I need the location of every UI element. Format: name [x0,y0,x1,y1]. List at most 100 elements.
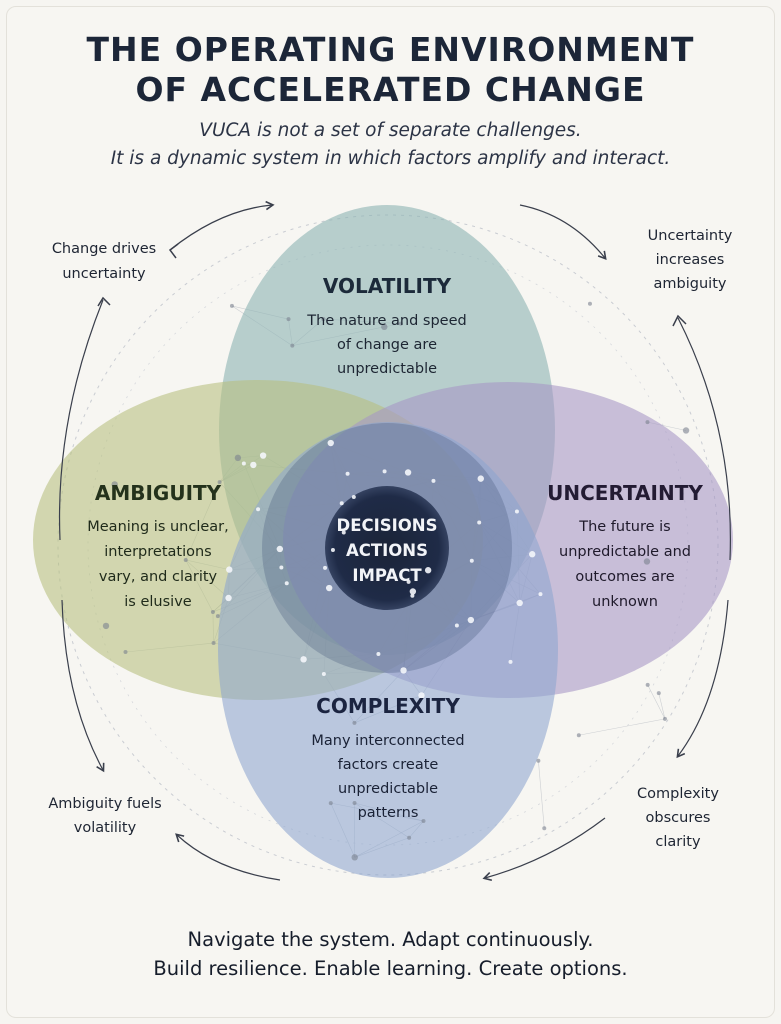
network-node [645,420,650,425]
network-node [290,343,295,348]
network-node [528,551,536,558]
connector-bottom-right-1: Complexity [637,786,719,802]
network-node [327,439,334,447]
network-node [424,567,432,574]
network-node [286,317,291,322]
network-nodes [102,301,690,861]
network-node [215,614,220,619]
network-node [454,623,459,628]
network-node [210,609,215,614]
network-node [682,427,690,434]
network-node [645,682,650,687]
arrow-top-right [519,204,607,261]
uncertainty-heading: UNCERTAINTY [547,481,703,505]
connector-bottom-left-1: Ambiguity fuels [48,796,161,812]
uncertainty-desc-2: unpredictable and [559,544,691,560]
network-node [328,801,333,806]
network-node [662,716,667,721]
connector-top-right-1: Uncertainty [648,228,733,244]
network-node [102,622,110,630]
network-node [409,588,417,595]
center-label-actions: ACTIONS [346,541,428,560]
complexity-heading: COMPLEXITY [316,694,460,718]
network-link [647,684,666,720]
network-node [516,599,523,607]
network-node [330,548,335,553]
uncertainty-desc-3: outcomes are [575,569,674,585]
network-node [542,826,547,831]
network-node [477,475,484,482]
network-node [407,835,412,840]
petal-complexity [218,422,558,878]
complexity-desc-1: Many interconnected [311,733,464,749]
ambiguity-heading: AMBIGUITY [95,481,222,505]
volatility-heading: VOLATILITY [323,274,452,298]
network-node [217,480,222,485]
connector-bottom-right-3: clarity [655,834,701,850]
network-node [538,592,543,597]
arrow-bottom-right [482,817,606,882]
network-link [578,718,666,736]
network-node [656,691,661,696]
network-node [410,593,415,598]
network-node [406,579,411,584]
network-node [477,520,482,525]
network-node [300,656,307,663]
connector-top-left-1: Change drives [52,241,156,257]
footer-line-2: Build resilience. Enable learning. Creat… [153,957,628,980]
network-node [345,471,350,476]
network-node [398,321,403,326]
uncertainty-desc-4: unknown [592,594,658,610]
network-node [250,461,257,469]
connector-top-right-2: increases [656,252,725,268]
network-node [418,692,425,699]
network-link [658,693,666,719]
complexity-desc-3: unpredictable [338,781,438,797]
network-node [321,317,326,322]
network-node [431,478,436,483]
network-node [576,733,581,738]
network-node [400,667,407,674]
network-node [351,854,358,861]
network-node [643,558,651,565]
network-node [339,501,344,506]
network-node [381,323,388,331]
network-node [256,507,261,512]
network-node [259,452,267,459]
network-node [225,594,232,602]
network-node [183,557,188,562]
network-node [279,565,284,570]
network-node [587,301,592,306]
network-node [323,565,328,570]
arrow-left-lower [61,599,105,773]
network-node [404,469,412,476]
network-node [351,495,356,500]
network-node [211,641,216,646]
arrowhead-left-upper [97,296,111,307]
subtitle-line-1: VUCA is not a set of separate challenges… [199,120,582,141]
page-title-line-2: OF ACCELERATED CHANGE [135,70,646,109]
center-label-decisions: DECISIONS [337,516,438,535]
page-title-line-1: THE OPERATING ENVIRONMENT [86,30,695,69]
subtitle-line-2: It is a dynamic system in which factors … [110,148,671,169]
connector-bottom-right-2: obscures [646,810,711,826]
arrow-left-upper [58,299,104,541]
network-node [111,481,118,488]
volatility-desc-2: of change are [337,337,437,353]
ambiguity-desc-1: Meaning is unclear, [87,519,229,535]
volatility-desc-3: unpredictable [337,361,437,377]
complexity-desc-2: factors create [338,757,439,773]
footer-line-1: Navigate the system. Adapt continuously. [187,928,594,951]
arrow-right-upper [677,317,731,561]
ambiguity-desc-4: is elusive [124,594,191,610]
center-label-impact: IMPACT [352,566,422,585]
connector-top-left-2: uncertainty [62,266,146,282]
complexity-desc-4: patterns [358,805,419,821]
network-link [538,760,545,829]
arrow-bottom-left [175,833,281,881]
volatility-desc-1: The nature and speed [306,313,466,329]
network-node [325,584,333,592]
center-hub [325,486,449,610]
network-node [421,819,426,824]
